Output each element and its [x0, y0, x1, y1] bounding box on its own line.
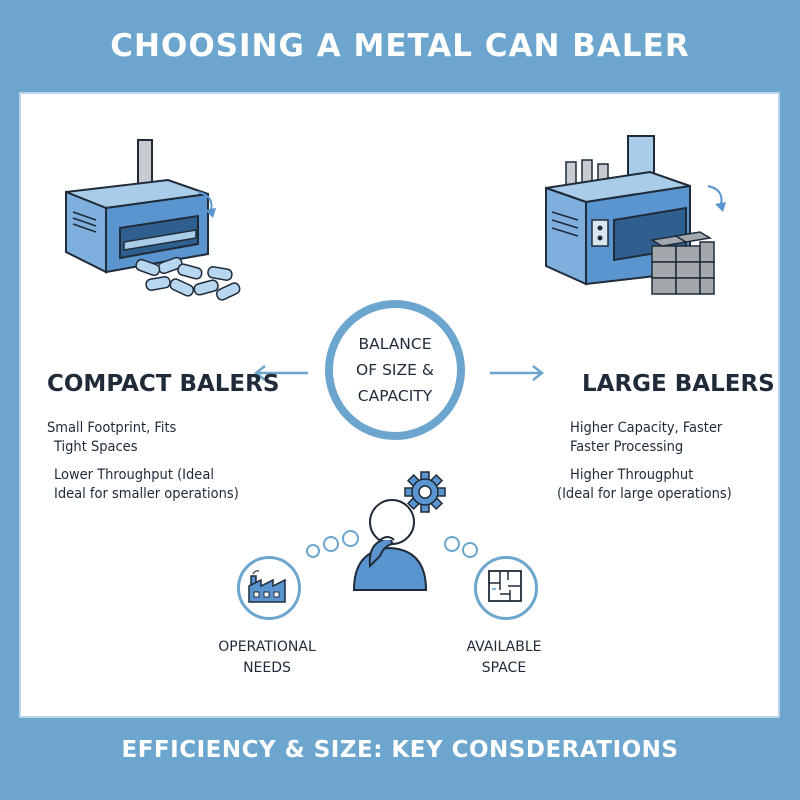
operational-needs-label: OPERATIONAL NEEDS	[197, 637, 337, 679]
compact-point-2-line-2: Ideal for smaller operations)	[54, 486, 239, 502]
thinking-person-icon	[352, 499, 428, 591]
operational-needs-line-1: OPERATIONAL	[218, 639, 316, 655]
thought-bubble	[342, 530, 359, 547]
large-point-1-line-1: Higher Capacity, Faster	[570, 420, 723, 436]
gear-icon	[404, 471, 446, 513]
large-heading: LARGE BALERS	[582, 371, 775, 397]
available-space-line-2: SPACE	[481, 660, 527, 676]
right-arrow-icon	[490, 365, 545, 381]
compact-point-1-line-1: Small Footprint, Fits	[47, 420, 177, 436]
thought-bubble	[306, 544, 320, 558]
large-baler-icon	[545, 135, 726, 295]
balance-line-2: OF SIZE &	[356, 361, 434, 379]
thought-bubble	[462, 542, 478, 558]
large-point-2-line-2: (Ideal for large operations)	[557, 486, 732, 502]
page-title: CHOOSING A METAL CAN BALER	[110, 28, 690, 64]
left-arrow-icon	[253, 365, 308, 381]
available-space-line-1: AVAILABLE	[466, 639, 542, 655]
compact-baler-icon	[65, 139, 241, 301]
footer-banner: EFFICIENCY & SIZE: KEY CONSDERATIONS	[121, 737, 679, 763]
compact-point-2-line-1: Lower Throughput (Ideal	[54, 467, 214, 483]
balance-circle: BALANCE OF SIZE & CAPACITY	[325, 300, 465, 440]
balance-line-3: CAPACITY	[357, 387, 433, 405]
compact-heading: COMPACT BALERS	[47, 371, 280, 397]
operational-needs-line-2: NEEDS	[243, 660, 291, 676]
thought-bubble	[444, 536, 460, 552]
large-point-2-line-1: Higher Througphut	[570, 467, 694, 483]
compact-point-1-line-2: Tight Spaces	[54, 439, 138, 455]
available-space-label: AVAILABLE SPACE	[434, 637, 574, 679]
factory-icon	[248, 570, 286, 603]
large-point-1-line-2: Faster Processing	[570, 439, 684, 455]
balance-line-1: BALANCE	[358, 335, 432, 353]
thought-bubble	[323, 536, 339, 552]
floor-plan-icon	[488, 570, 522, 602]
